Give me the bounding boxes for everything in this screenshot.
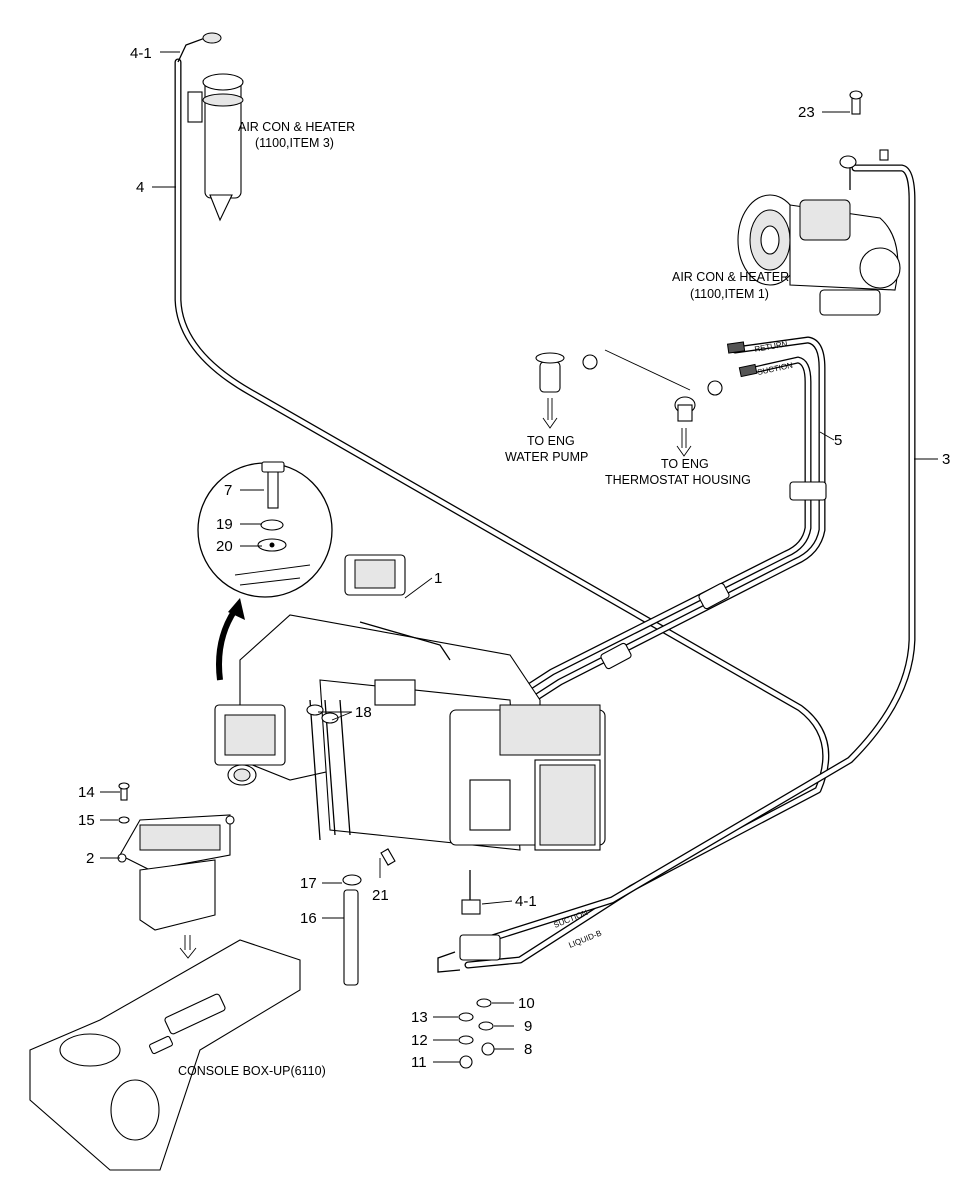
fitting-block <box>437 899 501 973</box>
label-18: 18 <box>355 704 372 721</box>
thermostat-caption-line2: THERMOSTAT HOUSING <box>605 473 751 487</box>
thermostat-fitting <box>674 380 723 457</box>
compressor-caption-line1: AIR CON & HEATER <box>672 270 789 284</box>
detail-magnifier <box>197 461 333 681</box>
receiver-caption-line2: (1100,ITEM 3) <box>255 136 334 150</box>
label-3: 3 <box>942 451 950 468</box>
label-17: 17 <box>300 875 317 892</box>
heater-unit <box>214 554 606 905</box>
label-4-1-top: 4-1 <box>130 45 152 62</box>
label-10: 10 <box>518 995 535 1012</box>
receiver-caption-line1: AIR CON & HEATER <box>238 120 355 134</box>
drain-hose-16 <box>342 874 362 986</box>
captions: AIR CON & HEATER (1100,ITEM 3) AIR CON &… <box>178 120 789 1078</box>
label-15: 15 <box>78 812 95 829</box>
label-11: 11 <box>411 1054 427 1071</box>
label-19: 19 <box>216 516 233 533</box>
receiver-drier <box>177 32 244 222</box>
water-pump-fitting <box>535 352 598 429</box>
hose-5 <box>458 336 827 744</box>
thermostat-caption-line1: TO ENG <box>661 457 709 471</box>
console-box <box>29 939 301 1171</box>
label-23: 23 <box>798 104 815 121</box>
label-4: 4 <box>136 179 144 196</box>
label-20: 20 <box>216 538 233 555</box>
label-4-1-bottom: 4-1 <box>515 893 537 910</box>
label-14: 14 <box>78 784 95 801</box>
label-1: 1 <box>434 570 442 587</box>
label-9: 9 <box>524 1018 532 1035</box>
water-pump-caption-line2: WATER PUMP <box>505 450 588 464</box>
hose-3 <box>466 164 916 949</box>
compressor <box>737 90 901 316</box>
label-5: 5 <box>834 432 842 449</box>
leader-lines <box>100 51 938 1063</box>
svg-text:RETURN: RETURN <box>754 339 789 354</box>
bolt-21 <box>380 848 396 866</box>
water-pump-caption-line1: TO ENG <box>527 434 575 448</box>
svg-text:LIQUID-B: LIQUID-B <box>567 929 603 950</box>
washers <box>458 998 495 1069</box>
compressor-caption-line2: (1100,ITEM 1) <box>690 287 769 301</box>
label-7: 7 <box>224 482 232 499</box>
label-16: 16 <box>300 910 317 927</box>
hose-tag-text: RETURN SUCTION SUCTION LIQUID-B <box>552 339 793 950</box>
console-caption: CONSOLE BOX-UP(6110) <box>178 1064 326 1078</box>
label-12: 12 <box>411 1032 428 1049</box>
label-2: 2 <box>86 850 94 867</box>
label-13: 13 <box>411 1009 428 1026</box>
label-21: 21 <box>372 887 389 904</box>
water-hose-link <box>604 349 691 391</box>
label-8: 8 <box>524 1041 532 1058</box>
control-panel <box>117 782 235 959</box>
part-numbers: 4-1 4 23 3 5 7 19 20 1 18 14 15 2 17 21 … <box>78 45 950 1071</box>
